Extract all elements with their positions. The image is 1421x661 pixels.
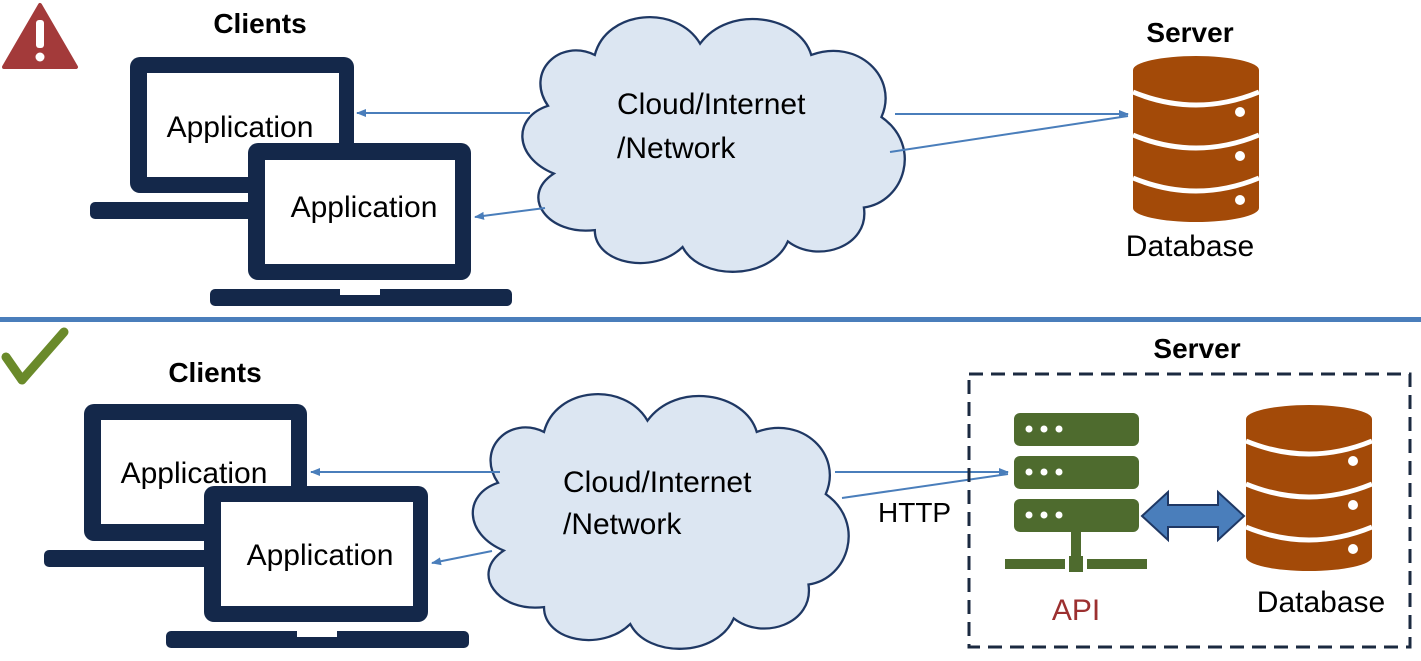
database-icon-top (1132, 56, 1260, 222)
cloud-label-line1-bottom: Cloud/Internet (563, 466, 752, 499)
laptop-front-bottom (166, 486, 469, 648)
database-label: Database (1126, 230, 1254, 263)
bottom-panel: Clients Application Application Cloud/In… (1, 327, 1412, 650)
api-server-icon (1005, 413, 1147, 572)
api-label: API (1052, 594, 1100, 627)
http-label: HTTP (878, 497, 951, 528)
arrow-cloud-to-app-front (474, 207, 546, 220)
database-icon-bottom (1245, 405, 1373, 571)
cloud-label-line2: /Network (617, 132, 736, 165)
arrow-cloud-to-app-front-bottom (431, 550, 493, 566)
clients-title: Clients (213, 8, 306, 39)
checkmark-icon (1, 327, 69, 385)
bidirectional-arrow (1140, 489, 1246, 543)
application-label-front: Application (291, 191, 438, 224)
arrow-db-line (889, 115, 1129, 153)
section-divider (0, 317, 1421, 322)
application-label-back: Application (167, 111, 314, 144)
warning-icon (2, 3, 78, 69)
application-label-front-bottom: Application (247, 539, 394, 572)
arrow-api-line (841, 473, 1009, 499)
top-panel: Clients Application Application Cloud/In… (2, 3, 1260, 306)
laptop-front-top (210, 143, 512, 306)
database-label-bottom: Database (1257, 586, 1385, 619)
server-boundary-box (967, 372, 1412, 649)
clients-title-bottom: Clients (168, 357, 261, 388)
application-label-back-bottom: Application (121, 457, 268, 490)
cloud-label-line2-bottom: /Network (563, 508, 682, 541)
cloud-label-line1: Cloud/Internet (617, 88, 806, 121)
server-title-bottom: Server (1153, 333, 1240, 364)
server-title: Server (1146, 17, 1233, 48)
